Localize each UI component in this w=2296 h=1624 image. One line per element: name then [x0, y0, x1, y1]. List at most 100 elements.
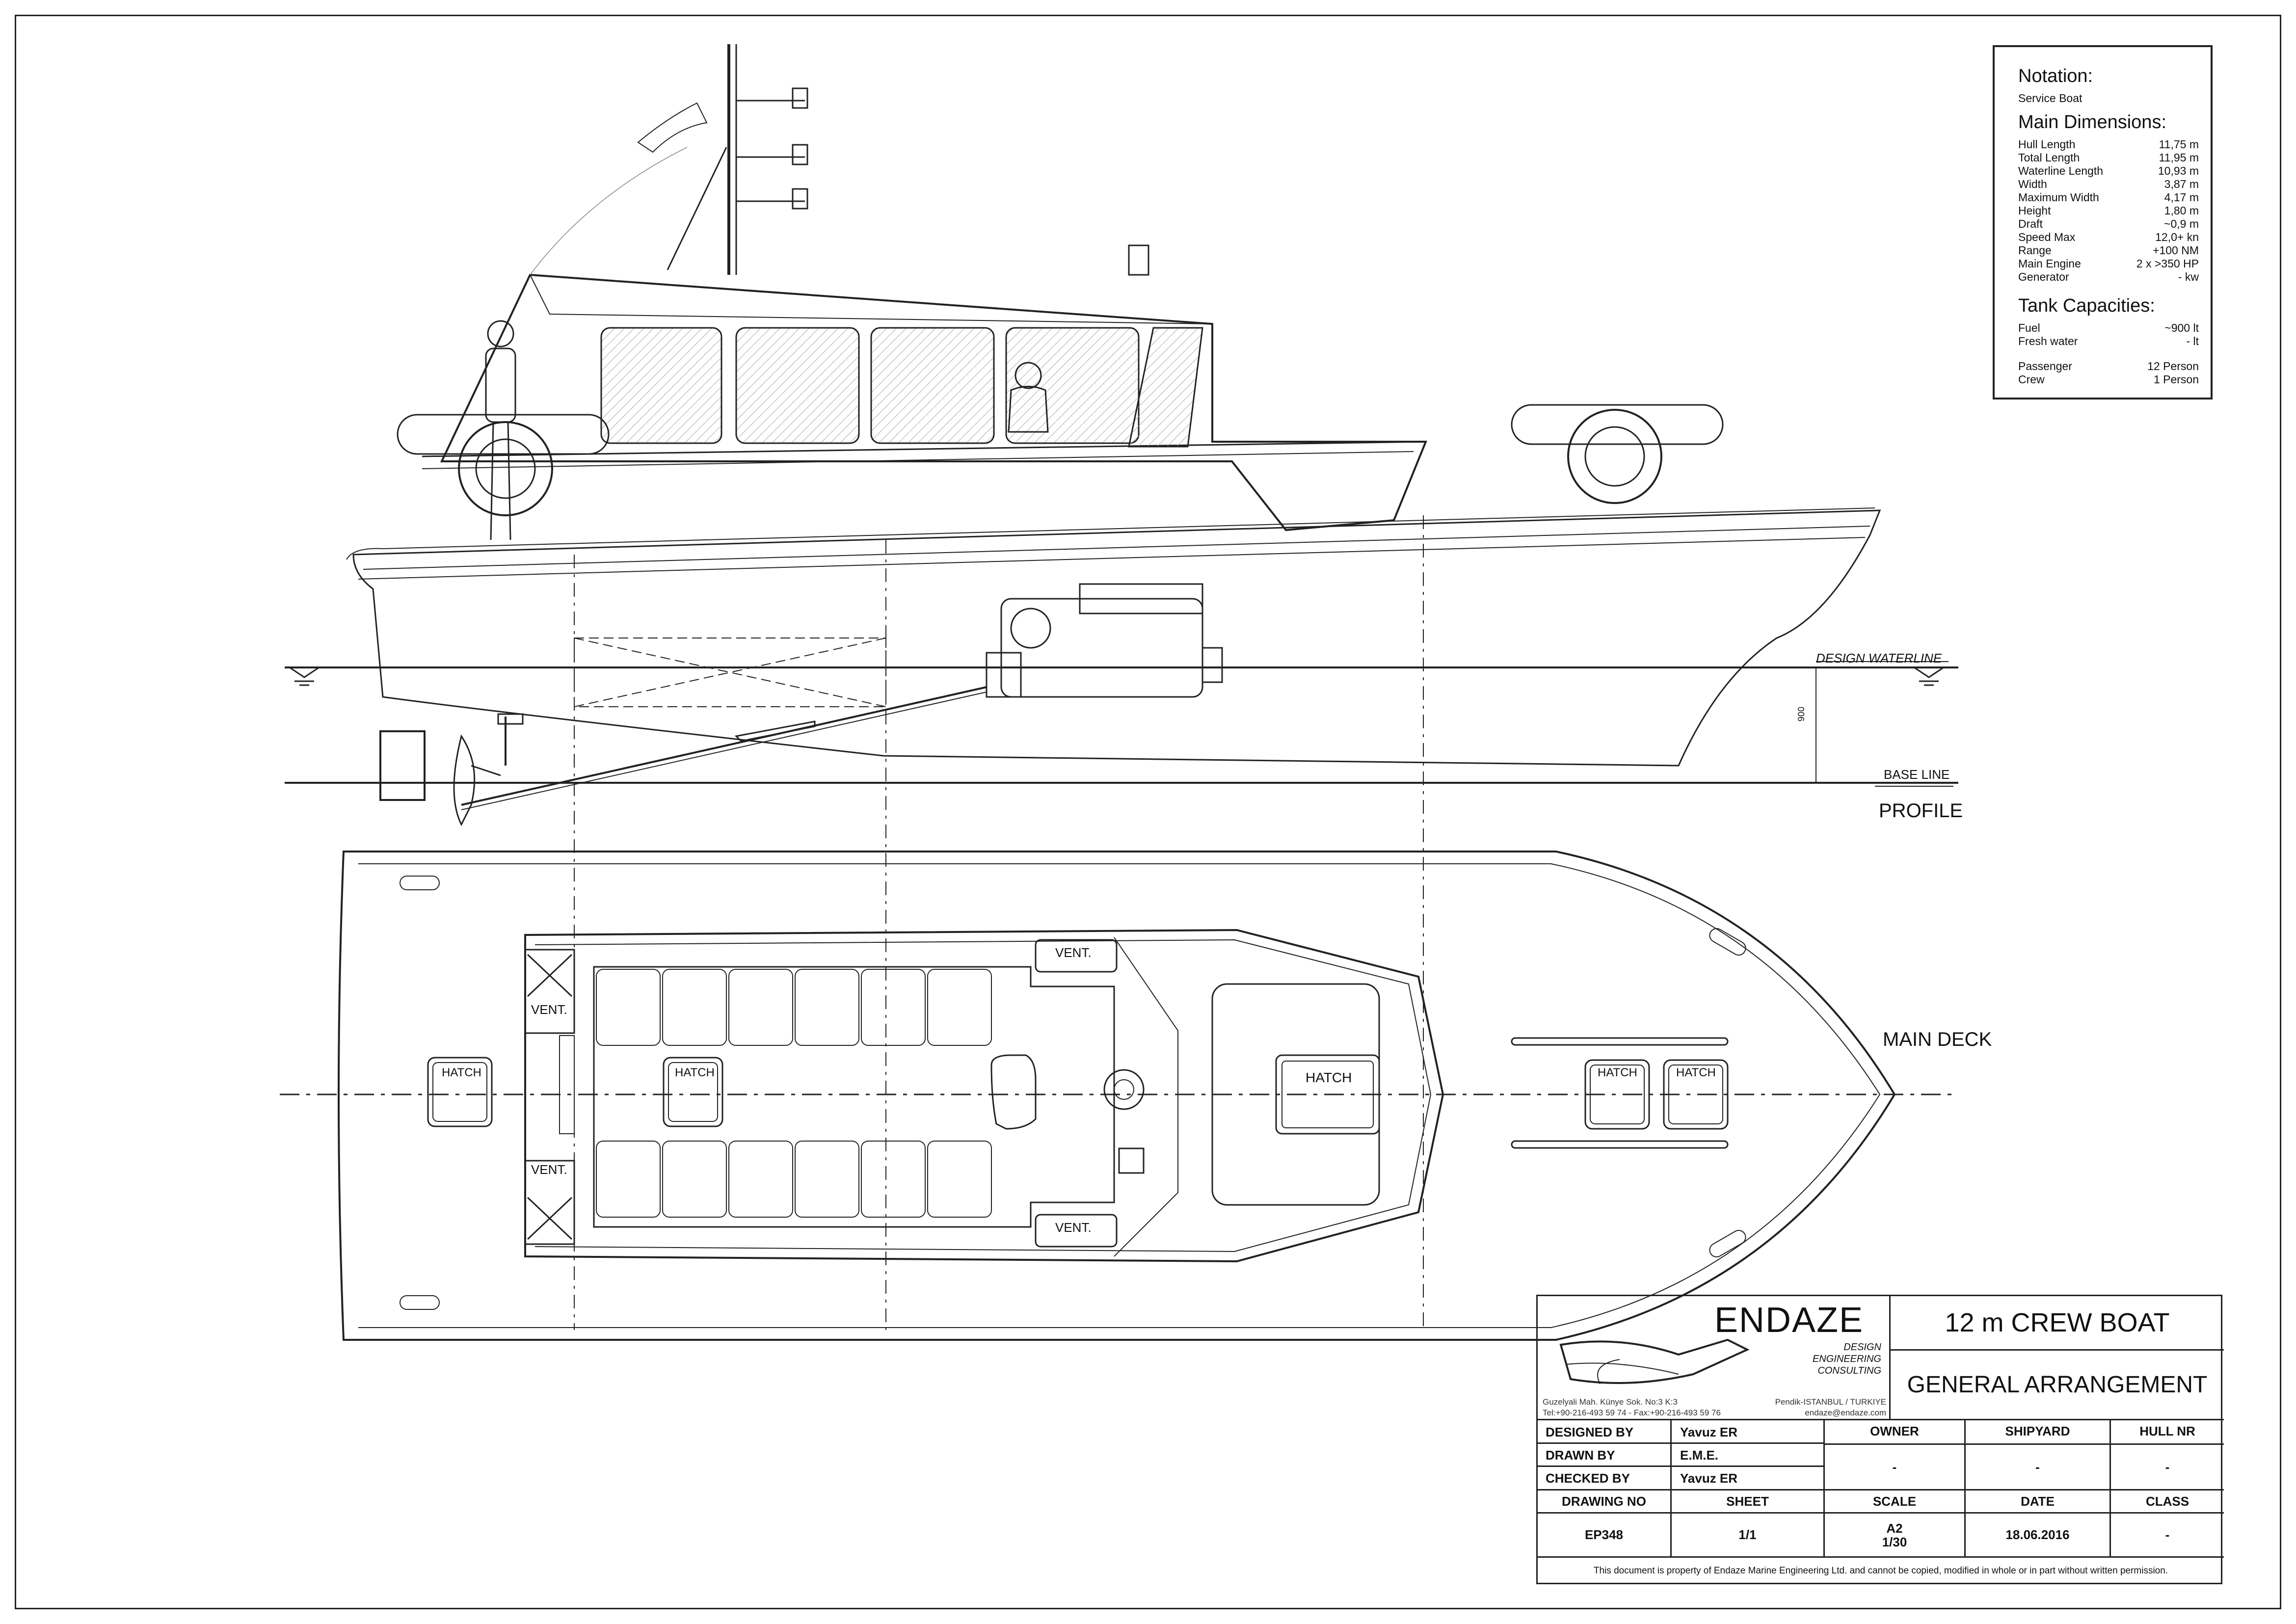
- notation-row: Generator - kw: [2018, 270, 2199, 284]
- scale: 1/30: [1882, 1534, 1907, 1549]
- notation-row: Draft~0,9 m: [2018, 217, 2199, 231]
- tanks-title: Tank Capacities:: [2018, 295, 2155, 316]
- notation-label: Fuel: [2018, 321, 2040, 334]
- notation-label: Passenger: [2018, 360, 2072, 373]
- company-email: endaze@endaze.com: [1805, 1408, 1886, 1417]
- notation-label: Maximum Width: [2018, 191, 2099, 204]
- hatch-center: [1275, 1054, 1380, 1135]
- notation-value: 12 Person: [2147, 360, 2199, 373]
- rudder: [379, 730, 426, 801]
- lifebuoy-aft: [458, 421, 553, 516]
- notation-label: Main Engine: [2018, 257, 2081, 270]
- date-label: DATE: [2021, 1493, 2055, 1509]
- shipyard-label: SHIPYARD: [2005, 1423, 2070, 1438]
- drawing-no: EP348: [1584, 1527, 1624, 1542]
- notation-row: Waterline Length 10,93 m: [2018, 164, 2199, 178]
- helm-chair: [990, 1054, 1037, 1130]
- hatch-label-cabin: HATCH: [675, 1066, 715, 1079]
- wheelhouse: [440, 273, 1427, 532]
- hatch-label-aft: HATCH: [442, 1066, 481, 1079]
- sheet-label: SHEET: [1726, 1493, 1769, 1509]
- sheet: 1/1: [1738, 1527, 1757, 1542]
- notation-value: 12,0+ kn: [2155, 231, 2199, 243]
- notation-row: Hull Length 11,75 m: [2018, 138, 2199, 151]
- lifebuoy-fwd: [1567, 409, 1662, 504]
- profile-view: [285, 44, 1958, 1330]
- drawing-no-label: DRAWING NO: [1562, 1493, 1646, 1509]
- class: -: [2165, 1527, 2170, 1542]
- propeller: [453, 734, 476, 826]
- disclaimer: This document is property of Endaze Mari…: [1593, 1566, 2168, 1576]
- notation-row: Passenger 12 Person: [2018, 360, 2199, 373]
- base-line-label: BASE LINE: [1884, 767, 1950, 782]
- main-deck-title: MAIN DECK: [1883, 1029, 1992, 1050]
- drawn-by: E.M.E.: [1680, 1448, 1719, 1463]
- hatch-bow-2: [1663, 1059, 1729, 1130]
- notation-value: 1 Person: [2153, 373, 2199, 386]
- drawn-by-label: DRAWN BY: [1546, 1448, 1615, 1463]
- vent-label-fwd-port: VENT.: [1055, 945, 1092, 960]
- address-line-1: Guzelyali Mah. Künye Sok. No:3 K:3: [1543, 1397, 1678, 1407]
- notation-label: Hull Length: [2018, 138, 2076, 151]
- notation-label: Waterline Length: [2018, 164, 2104, 177]
- notation-value: ~900 lt: [2164, 321, 2199, 334]
- class-label: CLASS: [2145, 1493, 2189, 1509]
- hatch-label-bow-1: HATCH: [1598, 1066, 1637, 1079]
- company-logo: [1559, 1338, 1750, 1384]
- notation-label: Height: [2018, 204, 2051, 217]
- notation-value: 11,75 m: [2159, 138, 2199, 151]
- passenger-seats: [596, 969, 992, 1218]
- hull-nr-label: HULL NR: [2139, 1423, 2195, 1438]
- notation-row: Crew 1 Person: [2018, 373, 2199, 386]
- vent-aft-port: [524, 949, 575, 1034]
- notation-value: 4,17 m: [2164, 191, 2199, 204]
- notation-row: Fuel ~900 lt: [2018, 321, 2199, 335]
- boat-type: Service Boat: [2018, 92, 2082, 105]
- deckhouse-outline: [524, 929, 1444, 1263]
- waterline-label: DESIGN WATERLINE: [1816, 651, 1942, 666]
- hatch-cabin: [663, 1057, 723, 1127]
- project-title: 12 m CREW BOAT: [1945, 1308, 2170, 1337]
- notation-value: 10,93 m: [2158, 164, 2199, 177]
- vent-fwd-port: [1035, 939, 1118, 973]
- notation-label: Crew: [2018, 373, 2045, 386]
- owner: -: [1892, 1459, 1897, 1474]
- scale-cell: A2 1/30: [1825, 1514, 1964, 1556]
- dimensions-title: Main Dimensions:: [2018, 112, 2166, 133]
- notation-row: Range+100 NM: [2018, 244, 2199, 257]
- notation-label: Total Length: [2018, 151, 2080, 164]
- notation-label: Fresh water: [2018, 335, 2078, 347]
- notation-label: Width: [2018, 178, 2047, 190]
- engine: [986, 583, 1223, 698]
- address-city: Pendik-ISTANBUL / TURKIYE: [1775, 1397, 1886, 1407]
- notation-value: - kw: [2178, 270, 2199, 283]
- notation-label: Range: [2018, 244, 2052, 257]
- notation-value: 3,87 m: [2164, 178, 2199, 190]
- vent-aft-stbd: [524, 1160, 575, 1245]
- hatch-bow-1: [1584, 1059, 1650, 1130]
- main-deck-view: [280, 851, 1953, 1341]
- vent-fwd-stbd: [1035, 1214, 1118, 1248]
- drawing-frame: [15, 15, 2281, 1609]
- vent-label-aft-stbd: VENT.: [531, 1162, 567, 1177]
- notation-label: Draft: [2018, 217, 2043, 230]
- vent-label-fwd-stbd: VENT.: [1055, 1220, 1092, 1235]
- checked-by-label: CHECKED BY: [1546, 1471, 1630, 1486]
- notation-value: 11,95 m: [2159, 151, 2199, 164]
- scale-paper: A2: [1886, 1520, 1903, 1536]
- checked-by: Yavuz ER: [1680, 1471, 1738, 1486]
- hatch-aft: [427, 1057, 493, 1127]
- steering-wheel: [1103, 1069, 1145, 1110]
- notation-row: Total Length 11,95 m: [2018, 151, 2199, 164]
- company-tagline: DESIGN ENGINEERING CONSULTING: [1812, 1342, 1881, 1376]
- shipyard: -: [2035, 1459, 2040, 1474]
- notation-label: Generator: [2018, 270, 2069, 283]
- owner-label: OWNER: [1870, 1423, 1919, 1438]
